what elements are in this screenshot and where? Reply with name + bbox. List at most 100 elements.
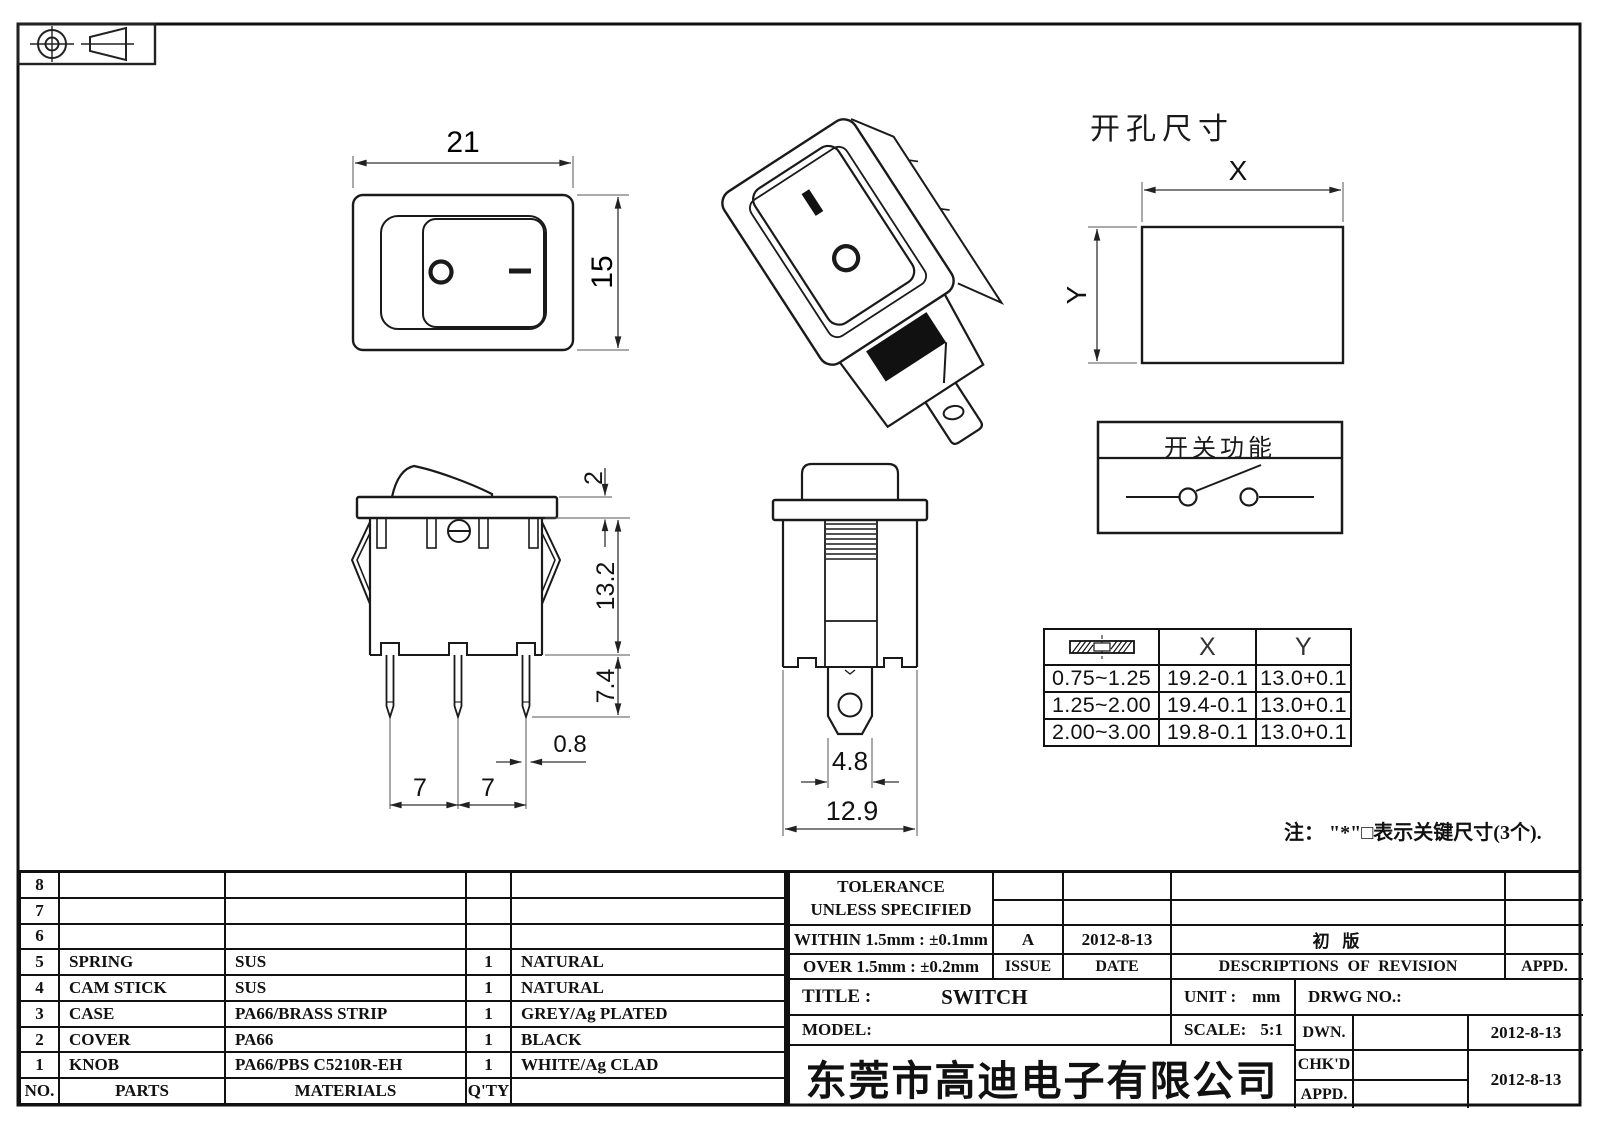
revision-description: 初 版 — [1172, 926, 1506, 955]
title-label: TITLE : — [802, 986, 872, 1007]
col-header-y: Y — [1257, 630, 1350, 666]
part-finish: NATURAL — [512, 976, 784, 1002]
part-material: PA66 — [226, 1027, 467, 1054]
part-qty: 1 — [467, 1001, 512, 1028]
appd-label: APPD. — [1506, 955, 1583, 980]
terminal — [924, 382, 984, 445]
panel-thickness-icon — [1045, 630, 1160, 666]
front-view — [351, 193, 575, 352]
key-dimension-note: 注： "*"□表示关键尺寸(3个). — [1284, 822, 1542, 844]
part-finish — [512, 899, 784, 925]
part-name: CAM STICK — [60, 976, 226, 1002]
table-cell: 13.0+0.1 — [1260, 720, 1347, 744]
chkd-label: CHK'D — [1296, 1051, 1354, 1081]
part-name: KNOB — [60, 1053, 226, 1080]
snap-latch-left — [350, 521, 371, 605]
switch-function-box — [1096, 420, 1344, 535]
unit-value: mm — [1252, 987, 1281, 1006]
dim-12-9: 12.9 — [826, 796, 879, 826]
part-name — [60, 873, 226, 899]
snap-latch-right — [541, 521, 562, 605]
empty-cell — [1172, 901, 1506, 926]
unit-label: UNIT : — [1184, 987, 1237, 1006]
empty-cell — [1064, 901, 1172, 926]
row-no: 6 — [21, 924, 60, 951]
company-name: 东莞市高迪电子有限公司 — [790, 1046, 1296, 1108]
chkd-signature — [1354, 1051, 1469, 1081]
part-material: SUS — [226, 976, 467, 1002]
empty-cell — [994, 873, 1064, 901]
off-symbol — [428, 259, 454, 285]
header-parts: PARTS — [60, 1079, 226, 1105]
rocker-top — [800, 462, 900, 500]
revision-label: DESCRIPTIONS OF REVISION — [1172, 955, 1506, 980]
part-finish: WHITE/Ag CLAD — [512, 1053, 784, 1080]
scale-cell: SCALE: 5:1 — [1172, 1016, 1296, 1046]
part-qty — [467, 924, 512, 951]
part-qty — [467, 898, 512, 925]
table-cell: 19.8-0.1 — [1160, 720, 1257, 745]
chkd-date: 2012-8-13 — [1490, 1069, 1562, 1089]
tolerance-over: OVER 1.5mm : ±0.2mm — [790, 955, 994, 980]
part-material: SUS — [226, 950, 467, 977]
side-view — [350, 464, 562, 720]
issue-value: A — [994, 926, 1064, 955]
table-cell: 19.4-0.1 — [1160, 693, 1257, 720]
unit-cell: UNIT : mm — [1172, 980, 1296, 1016]
end-view — [771, 462, 929, 736]
part-name — [60, 898, 226, 925]
table-cell: 13.0+0.1 — [1257, 666, 1350, 693]
dim-7b: 7 — [481, 774, 495, 802]
part-finish: NATURAL — [512, 950, 784, 977]
spst-switch-symbol — [1126, 464, 1314, 507]
terminals — [385, 655, 531, 720]
projection-symbol — [16, 22, 157, 66]
part-name: SPRING — [60, 950, 226, 977]
dim-4-8: 4.8 — [832, 746, 868, 776]
drwg-no-cell: DRWG NO.: — [1296, 980, 1583, 1016]
empty-cell — [1064, 873, 1172, 901]
on-symbol — [801, 189, 824, 216]
dim-7-4: 7.4 — [592, 669, 620, 704]
empty-cell — [1506, 901, 1583, 926]
tolerance-line1: TOLERANCE — [837, 877, 945, 897]
dim-0-8: 0.8 — [553, 731, 586, 758]
panel-cutout-table: X Y 0.75~1.25 19.2-0.1 13.0+0.1 1.25~2.0… — [1043, 628, 1352, 747]
function-box-title: 开关功能 — [1164, 435, 1276, 462]
side-view-dimensions: 7 7 0.8 2 13.2 7.4 — [389, 468, 630, 809]
empty-cell — [1506, 926, 1583, 955]
empty-cell — [1506, 873, 1583, 901]
part-qty: 1 — [467, 1027, 512, 1054]
terminal — [826, 667, 874, 736]
part-name: COVER — [60, 1027, 226, 1054]
col-header-x: X — [1160, 630, 1257, 666]
row-no: 4 — [21, 976, 60, 1002]
part-name: CASE — [60, 1001, 226, 1028]
dim-15: 15 — [586, 255, 619, 288]
rocker-profile — [390, 464, 494, 498]
appd2-label: APPD. — [1296, 1081, 1354, 1108]
part-qty: 1 — [467, 976, 512, 1002]
table-cell: 2.00~3.00 — [1045, 720, 1160, 745]
appd-signature — [1354, 1081, 1469, 1108]
table-cell: 19.2-0.1 — [1160, 666, 1257, 693]
dwn-label: DWN. — [1296, 1016, 1354, 1051]
spring-ribs — [826, 523, 876, 560]
dim-7a: 7 — [413, 774, 427, 802]
tolerance-within: WITHIN 1.5mm : ±0.1mm — [790, 926, 994, 955]
empty-cell — [1172, 873, 1506, 901]
part-name — [60, 924, 226, 951]
header-no: NO. — [21, 1079, 60, 1105]
tolerance-header: TOLERANCE UNLESS SPECIFIED — [790, 873, 994, 926]
title-row: TITLE : SWITCH — [790, 980, 1172, 1016]
model-cell: MODEL: — [790, 1016, 1172, 1046]
row-no: 5 — [21, 950, 60, 977]
cutout-view: X Y — [1061, 155, 1345, 365]
dim-2: 2 — [580, 471, 608, 485]
dim-x: X — [1229, 155, 1248, 186]
front-view-dimensions: 21 15 — [352, 126, 629, 351]
dim-13-2: 13.2 — [592, 562, 620, 611]
issue-label: ISSUE — [994, 955, 1064, 980]
off-symbol — [832, 244, 861, 273]
scale-value: 5:1 — [1260, 1020, 1284, 1039]
